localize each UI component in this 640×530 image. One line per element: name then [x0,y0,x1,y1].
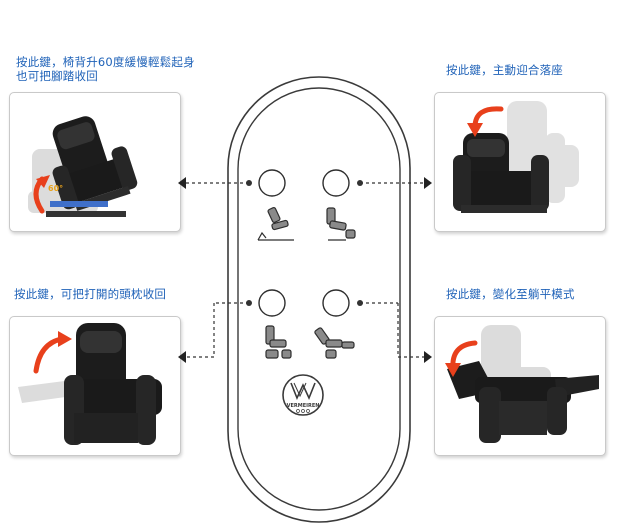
chair-black-upright [64,323,162,445]
photo-chair-headrest [9,316,181,456]
connector-arrow-icon [178,351,186,363]
connector-arrow-icon [178,177,186,189]
chair-sit-down-illustration [453,101,579,213]
caption-lift-up-line2: 也可把腳踏收回 [16,69,98,83]
caption-recline-flat: 按此鍵，變化至躺平模式 [446,287,575,301]
connector-arrow-icon [424,351,432,363]
photo-chair-recline [434,316,606,456]
connector-headrest [178,300,252,363]
motion-arrow-head-icon [58,331,72,347]
lift-angle-label: 60° [48,184,63,193]
caption-sit-down-line1: 按此鍵，主動迎合落座 [446,63,563,77]
caption-lift-up-line1: 按此鍵，椅背升60度緩慢輕鬆起身 [16,55,195,69]
motion-arrow-head-icon [467,123,483,137]
seat-down-icon [326,207,356,241]
sit-down-button[interactable] [322,169,350,197]
connector-sit-down [357,177,432,189]
caption-sit-down: 按此鍵，主動迎合落座 [446,63,563,77]
connector-arrow-icon [424,177,432,189]
caption-headrest-retract-line1: 按此鍵，可把打開的頭枕收回 [14,287,167,301]
chair-recline-illustration [445,325,599,443]
headrest-retract-button[interactable] [258,289,286,317]
caption-lift-up: 按此鍵，椅背升60度緩慢輕鬆起身 也可把腳踏收回 [16,55,195,83]
seat-lift-icon [257,207,294,241]
connector-lift-up [178,177,252,189]
chair-black-reclined [447,361,599,443]
motion-arrow-head-icon [445,363,461,377]
motion-arrow-head-icon [36,175,50,188]
connector-recline [357,300,432,363]
recline-flat-button[interactable] [322,289,350,317]
brand-name: VERMEIREN [287,403,320,409]
remote-inner-outline [237,87,401,511]
caption-recline-flat-line1: 按此鍵，變化至躺平模式 [446,287,575,301]
caption-headrest-retract: 按此鍵，可把打開的頭枕收回 [14,287,166,301]
chair-black-seated [453,133,549,213]
lift-up-button[interactable] [258,169,286,197]
seat-headrest-icon [265,325,292,359]
brand-logo: VERMEIREN [282,374,324,416]
chair-lift-illustration: 60° [28,116,138,217]
photo-chair-sit-down [434,92,606,232]
remote-outer-outline [227,76,411,523]
lift-mechanism [50,201,108,207]
lift-base [46,211,126,217]
chair-headrest-illustration [18,323,162,445]
seat-recline-icon [314,327,355,359]
photo-chair-lift: 60° [9,92,181,232]
